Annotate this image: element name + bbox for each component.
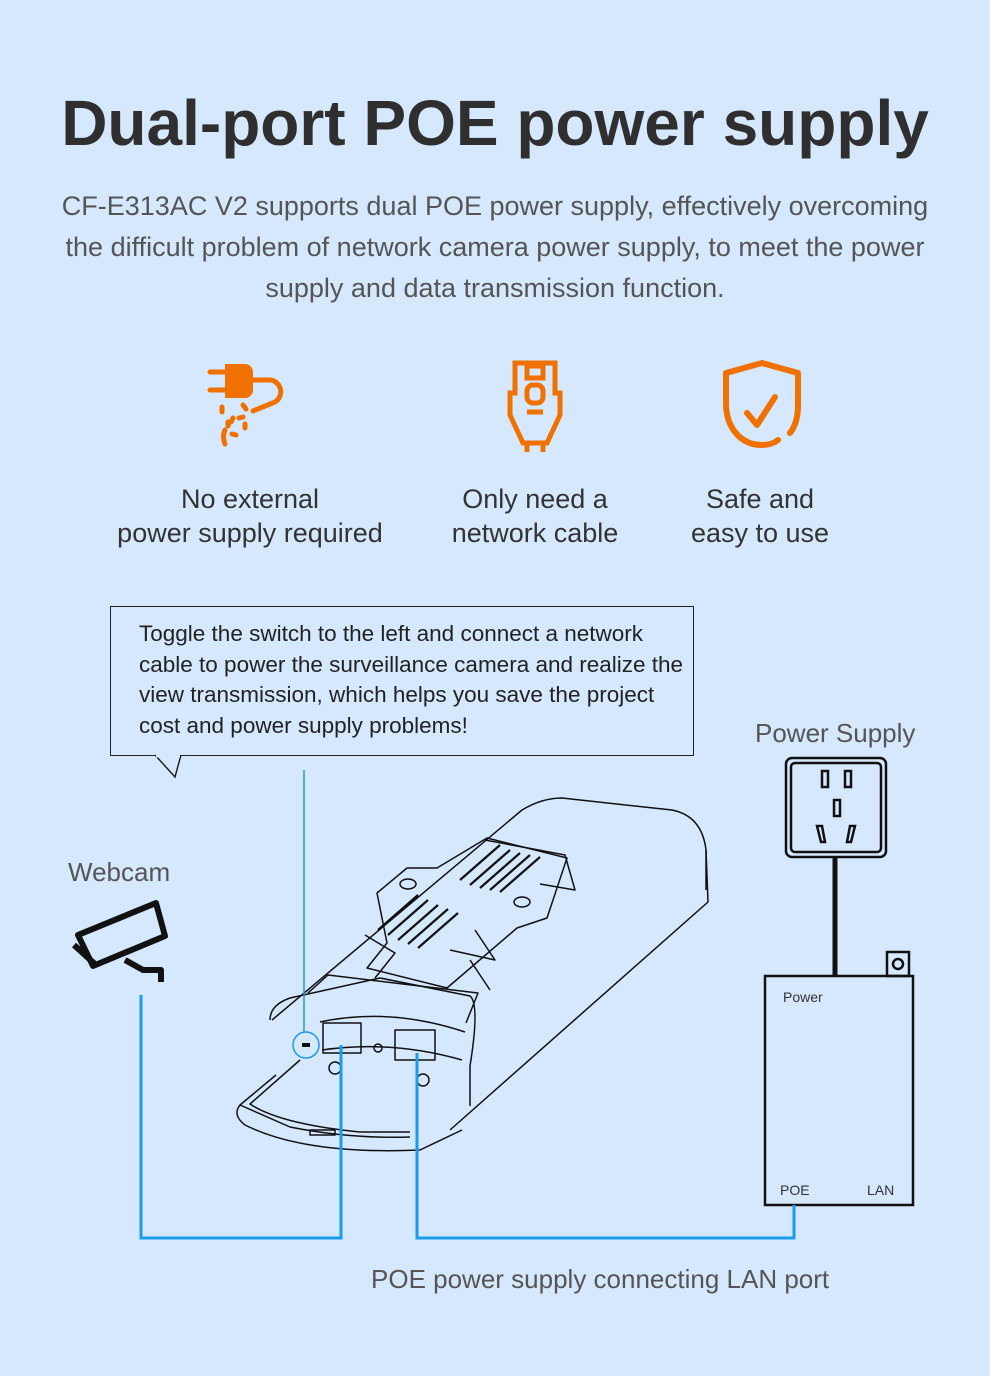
feature-line: Safe and	[705, 484, 815, 514]
feature-line: No external	[180, 484, 320, 514]
feature-line: power supply required	[117, 518, 383, 548]
subtitle: CF-E313AC V2 supports dual POE power sup…	[61, 191, 929, 303]
feature-line: network cable	[451, 518, 619, 548]
poe-adapter	[763, 950, 915, 1207]
page-title: Dual-port POE power supply	[61, 87, 929, 159]
callout-text: Toggle the switch to the left and connec…	[139, 621, 684, 738]
unplugged-icon	[207, 364, 284, 447]
feature-safe: Safe and easy to use	[662, 482, 858, 550]
feature-line: easy to use	[690, 518, 830, 548]
adapter-lan-label: LAN	[867, 1182, 895, 1198]
switch-highlight	[292, 1031, 320, 1059]
feature-no-external-power: No external power supply required	[100, 482, 400, 550]
shield-check-icon	[723, 360, 801, 448]
webcam-label: Webcam	[68, 857, 171, 887]
cpe-device	[236, 797, 709, 1152]
webcam-cable	[139, 995, 343, 1240]
feature-network-cable: Only need a network cable	[420, 482, 650, 550]
poe-cable	[415, 1053, 796, 1240]
callout-box: Toggle the switch to the left and connec…	[110, 606, 694, 756]
ethernet-plug-icon	[507, 360, 563, 452]
adapter-poe-label: POE	[780, 1182, 810, 1198]
switch	[302, 1043, 310, 1047]
power-supply-label: Power Supply	[755, 718, 916, 748]
webcam-icon	[71, 900, 168, 982]
bottom-caption: POE power supply connecting LAN port	[371, 1264, 830, 1294]
callout-tail	[154, 754, 182, 779]
power-outlet-icon	[784, 756, 888, 859]
adapter-power-label: Power	[783, 989, 823, 1005]
feature-line: Only need a	[462, 484, 608, 514]
